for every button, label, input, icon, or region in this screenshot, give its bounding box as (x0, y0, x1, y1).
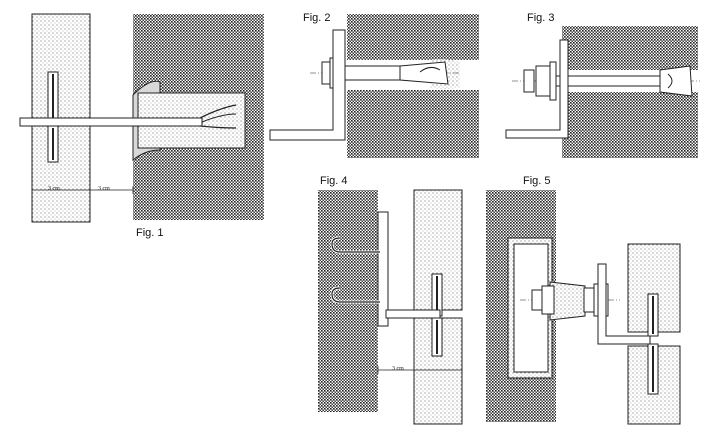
fig4-dimension: 3 cm (392, 366, 404, 372)
fig3-label: Fig. 3 (527, 12, 555, 24)
fig5-label: Fig. 5 (523, 175, 551, 187)
fig4-plate (377, 211, 389, 327)
fig1-dimension-line (31, 186, 134, 194)
fig3-anchor-bolt (512, 61, 700, 101)
figure-5 (486, 190, 681, 425)
fig1-dimension-right: 3 cm (98, 186, 110, 192)
fig2-wall-lower (347, 90, 479, 158)
fig4-tie-bar (385, 309, 441, 319)
fig1-tie-bar (19, 104, 237, 129)
figure-4 (318, 189, 463, 425)
figure-1 (19, 13, 264, 223)
figure-3 (505, 26, 700, 158)
figure-2 (269, 14, 479, 158)
fig2-angle-bracket (269, 29, 346, 141)
fig1-masonry-wall (132, 14, 264, 220)
fig4-dimension-line (377, 366, 462, 374)
fig3-angle-bracket (505, 39, 569, 139)
fig1-wall-left-lower (31, 125, 91, 223)
fig2-expansion-bolt (310, 57, 460, 89)
fig4-wall-hooks (330, 236, 380, 304)
fig2-wall-upper (347, 14, 479, 60)
fig1-wall-left-upper (31, 13, 91, 119)
fig2-label: Fig. 2 (303, 12, 331, 24)
fig4-label: Fig. 4 (320, 175, 348, 187)
fig1-label: Fig. 1 (136, 227, 164, 239)
fig1-dimension-left: 3 cm (48, 186, 60, 192)
